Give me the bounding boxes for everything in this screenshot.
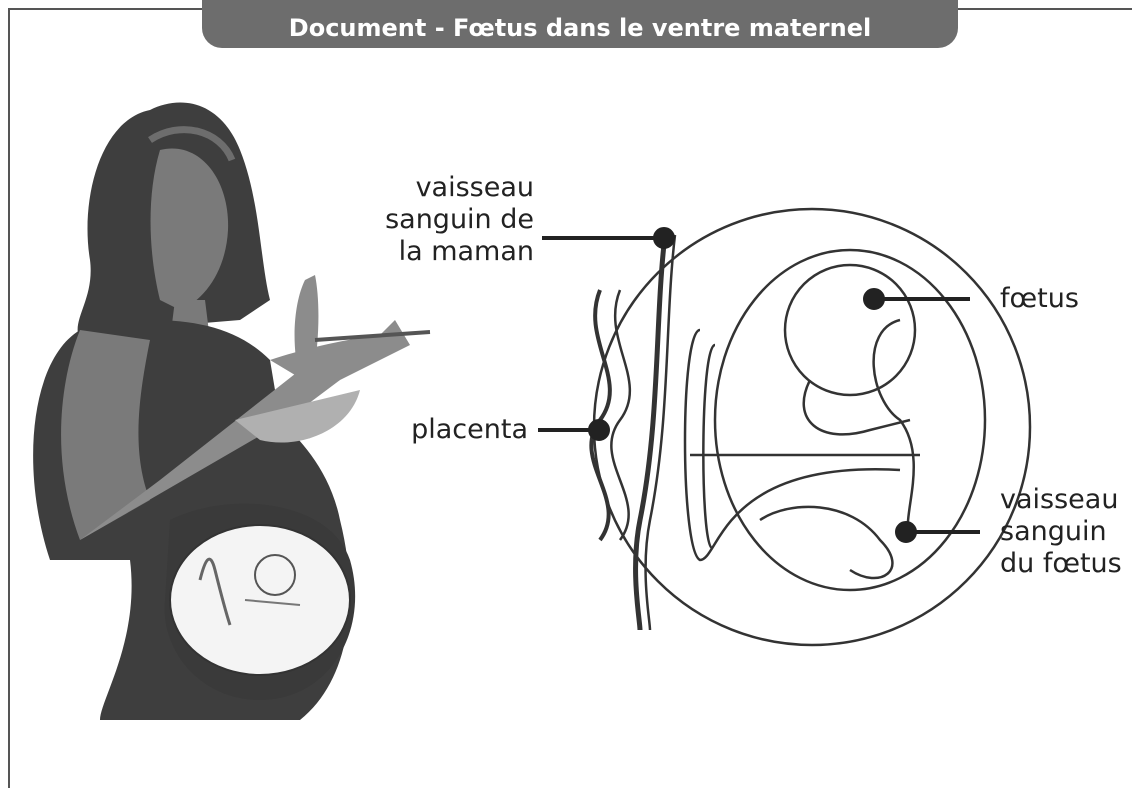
dot-maternal-vessel (655, 229, 673, 247)
label-fetal-vessel-line-3: du fœtus (1000, 548, 1122, 580)
label-fetal-vessel-line-2: sanguin (1000, 516, 1122, 548)
label-maternal-vessel-line-1: vaisseau (356, 172, 534, 204)
label-fetus: fœtus (1000, 283, 1079, 315)
label-maternal-vessel-line-2: sanguin de (356, 204, 534, 236)
label-placenta: placenta (360, 414, 528, 446)
dot-fetus (865, 290, 883, 308)
label-fetal-vessel-line-1: vaisseau (1000, 484, 1122, 516)
dot-placenta (590, 421, 608, 439)
dot-fetal-vessel (897, 523, 915, 541)
label-maternal-vessel-line-3: la maman (356, 236, 534, 268)
label-fetal-vessel: vaisseau sanguin du fœtus (1000, 484, 1122, 580)
label-maternal-vessel: vaisseau sanguin de la maman (356, 172, 534, 268)
fetus-diagram (591, 209, 1030, 645)
